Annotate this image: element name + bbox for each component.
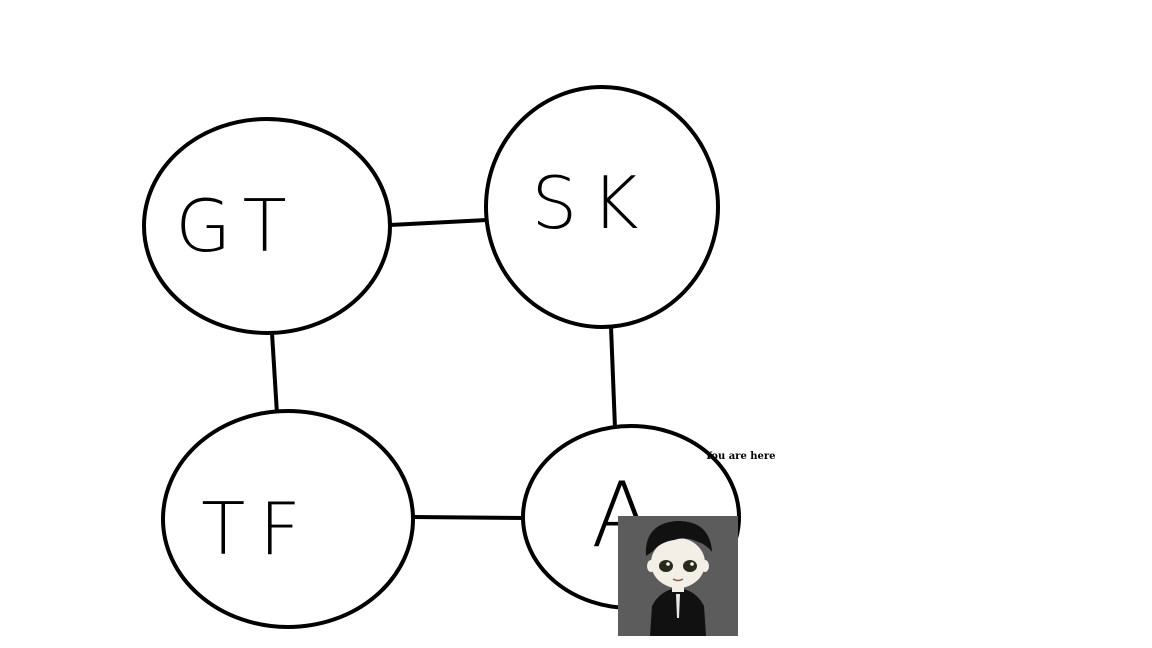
edge-gt-sk [388,218,489,227]
node-tf: TF [161,409,415,629]
node-gt-label: GT [175,184,300,268]
node-sk: SK [484,85,720,329]
edge-tf-a [411,515,527,520]
node-tf-label: TF [201,487,314,571]
edge-sk-a [609,325,617,430]
edge-gt-tf [270,331,279,416]
avatar-icon [618,516,738,636]
node-gt: GT [142,117,392,335]
you-are-here-label: You are here [704,451,776,462]
node-sk-label: SK [532,161,653,245]
